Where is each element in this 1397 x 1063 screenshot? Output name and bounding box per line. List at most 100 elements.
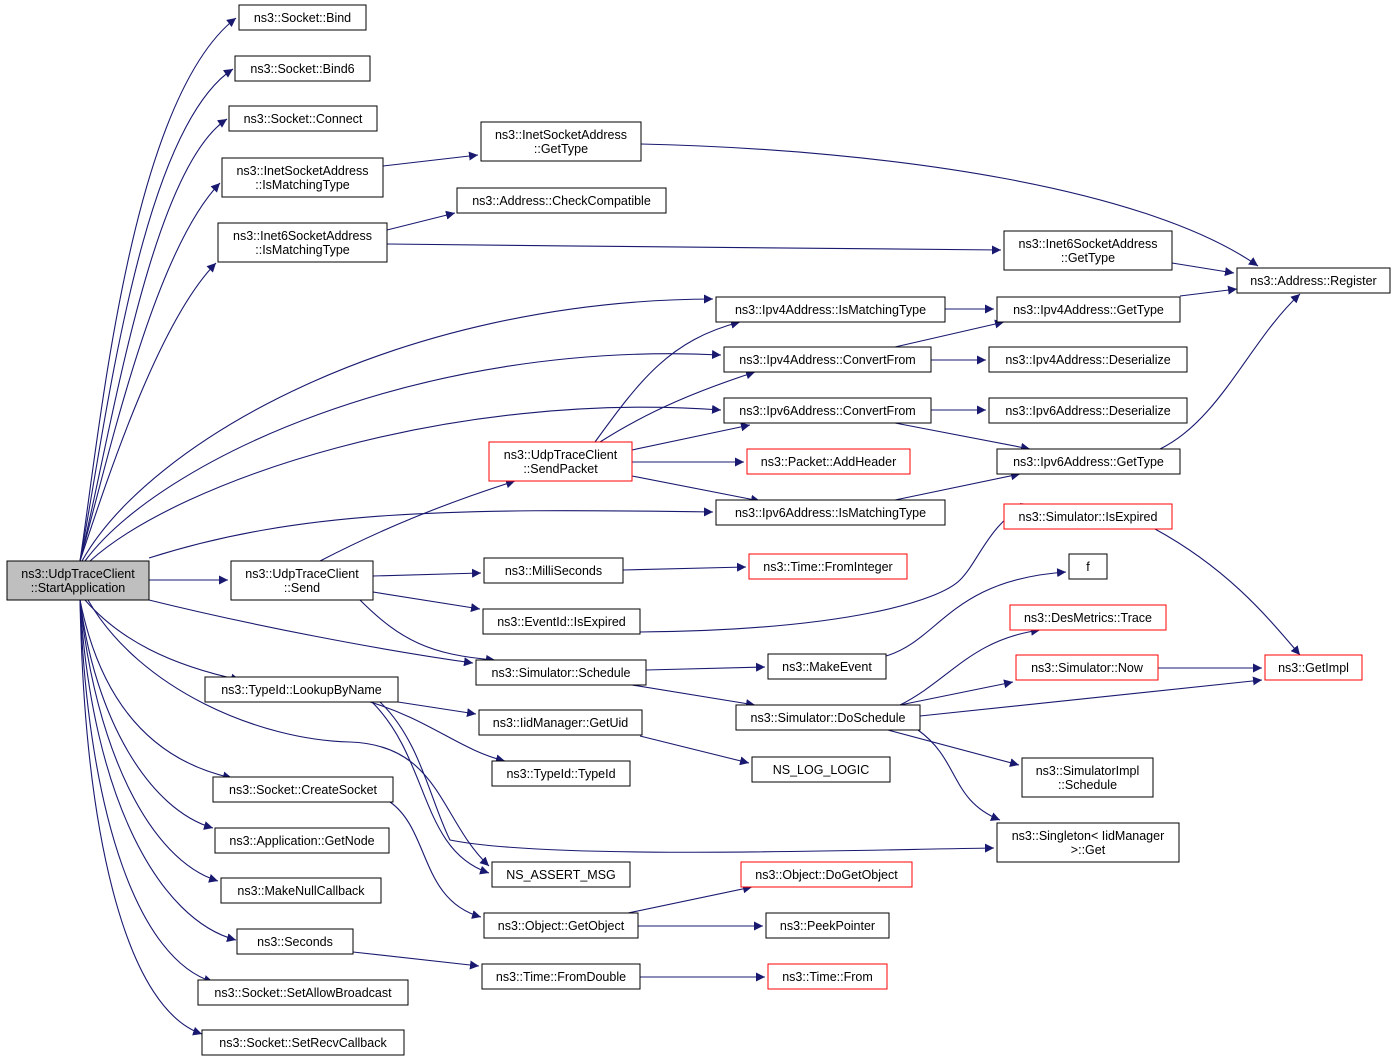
node-label: ns3::EventId::IsExpired xyxy=(497,615,626,629)
node-label: ns3::MakeEvent xyxy=(782,660,872,674)
edge-to-ipv6Convert xyxy=(631,422,751,451)
node-getNode[interactable]: ns3::Application::GetNode xyxy=(214,827,390,854)
edge-to-ipv6Convert xyxy=(89,404,722,562)
node-recvCallback[interactable]: ns3::Socket::SetRecvCallback xyxy=(201,1029,405,1056)
edge-to-ipv4Convert xyxy=(599,370,756,443)
node-simNow[interactable]: ns3::Simulator::Now xyxy=(1015,654,1159,681)
node-inetMatch[interactable]: ns3::InetSocketAddress::IsMatchingType xyxy=(221,157,384,198)
node-box xyxy=(1003,230,1173,271)
node-label: ns3::Ipv4Address::ConvertFrom xyxy=(739,353,915,367)
node-inet6Match[interactable]: ns3::Inet6SocketAddress::IsMatchingType xyxy=(217,222,388,263)
edge-to-doGetObject xyxy=(627,884,753,914)
node-desTrace[interactable]: ns3::DesMetrics::Trace xyxy=(1009,604,1167,631)
node-milli[interactable]: ns3::MilliSeconds xyxy=(483,557,624,584)
node-box xyxy=(212,776,394,803)
node-inetGetType[interactable]: ns3::InetSocketAddress::GetType xyxy=(480,121,642,162)
node-label: ::Send xyxy=(284,581,320,595)
node-label: ns3::Simulator::Now xyxy=(1031,661,1144,675)
node-ipv4GetType[interactable]: ns3::Ipv4Address::GetType xyxy=(996,296,1181,323)
node-label: >::Get xyxy=(1071,843,1106,857)
node-label: ns3::Simulator::DoSchedule xyxy=(751,711,906,725)
node-nsAssert[interactable]: NS_ASSERT_MSG xyxy=(491,861,631,888)
node-box xyxy=(220,877,382,904)
node-doSchedule[interactable]: ns3::Simulator::DoSchedule xyxy=(735,704,921,731)
node-label: ns3::Singleton< IidManager xyxy=(1012,829,1165,843)
node-doGetObject[interactable]: ns3::Object::DoGetObject xyxy=(740,861,913,888)
node-bind[interactable]: ns3::Socket::Bind xyxy=(238,4,367,31)
node-timeFrom[interactable]: ns3::Time::From xyxy=(767,963,888,990)
node-fromDouble[interactable]: ns3::Time::FromDouble xyxy=(481,963,641,990)
edge-to-schedule xyxy=(359,599,496,664)
node-fromInteger[interactable]: ns3::Time::FromInteger xyxy=(748,553,908,580)
edge-to-ipv6Match xyxy=(148,507,714,559)
node-box xyxy=(1021,757,1154,798)
node-label: ::IsMatchingType xyxy=(255,243,350,257)
node-schedule[interactable]: ns3::Simulator::Schedule xyxy=(475,659,647,686)
node-seconds[interactable]: ns3::Seconds xyxy=(236,928,354,955)
edge-to-desTrace xyxy=(899,626,1041,706)
node-label: ::SendPacket xyxy=(523,462,598,476)
node-simIsExpired[interactable]: ns3::Simulator::IsExpired xyxy=(1003,503,1173,530)
node-label: ns3::Socket::SetAllowBroadcast xyxy=(214,986,392,1000)
edge-to-singletonGet xyxy=(379,701,995,853)
node-label: ns3::Time::FromInteger xyxy=(763,560,892,574)
node-addHeader[interactable]: ns3::Packet::AddHeader xyxy=(746,448,911,475)
node-makeEvent[interactable]: ns3::MakeEvent xyxy=(767,653,887,680)
edge-to-getNode xyxy=(79,599,214,830)
node-label: ns3::Address::CheckCompatible xyxy=(472,194,651,208)
edge-to-addrRegister xyxy=(640,143,1259,267)
node-label: ns3::Seconds xyxy=(257,935,333,949)
node-label: ns3::MilliSeconds xyxy=(505,564,602,578)
node-box xyxy=(996,448,1181,475)
node-label: ns3::Object::DoGetObject xyxy=(755,868,898,882)
edge-to-schedule xyxy=(148,599,474,667)
node-getImpl[interactable]: ns3::GetImpl xyxy=(1264,654,1363,681)
node-sendPacket[interactable]: ns3::UdpTraceClient::SendPacket xyxy=(488,441,633,482)
node-box xyxy=(996,296,1181,323)
node-checkCompat[interactable]: ns3::Address::CheckCompatible xyxy=(456,187,667,214)
node-ipv6Match[interactable]: ns3::Ipv6Address::IsMatchingType xyxy=(715,499,946,526)
node-addrRegister[interactable]: ns3::Address::Register xyxy=(1236,267,1391,294)
node-ipv6Convert[interactable]: ns3::Ipv6Address::ConvertFrom xyxy=(723,397,932,424)
node-box xyxy=(491,861,631,888)
node-label: ns3::UdpTraceClient xyxy=(21,567,135,581)
node-box xyxy=(230,560,374,601)
node-box xyxy=(1009,604,1167,631)
node-box xyxy=(475,659,647,686)
node-implSchedule[interactable]: ns3::SimulatorImpl::Schedule xyxy=(1021,757,1154,798)
edge-to-checkCompat xyxy=(386,210,456,231)
node-lookup[interactable]: ns3::TypeId::LookupByName xyxy=(204,676,399,703)
node-ipv4Convert[interactable]: ns3::Ipv4Address::ConvertFrom xyxy=(723,346,932,373)
node-ipv6GetType[interactable]: ns3::Ipv6Address::GetType xyxy=(996,448,1181,475)
node-allowBroadcast[interactable]: ns3::Socket::SetAllowBroadcast xyxy=(197,979,409,1006)
node-inet6GetType[interactable]: ns3::Inet6SocketAddress::GetType xyxy=(1003,230,1173,271)
node-label: ns3::Packet::AddHeader xyxy=(761,455,897,469)
node-box xyxy=(1068,553,1108,580)
node-makeNull[interactable]: ns3::MakeNullCallback xyxy=(220,877,382,904)
node-label: ns3::Time::From xyxy=(782,970,873,984)
node-eventExpired[interactable]: ns3::EventId::IsExpired xyxy=(482,608,641,635)
node-ipv6Deser[interactable]: ns3::Ipv6Address::Deserialize xyxy=(988,397,1188,424)
node-label: ::StartApplication xyxy=(31,581,126,595)
node-nsLogLogic[interactable]: NS_LOG_LOGIC xyxy=(751,756,891,783)
node-root[interactable]: ns3::UdpTraceClient::StartApplication xyxy=(6,560,150,601)
node-label: ns3::TypeId::TypeId xyxy=(506,767,615,781)
node-f[interactable]: f xyxy=(1068,553,1108,580)
node-ipv4Deser[interactable]: ns3::Ipv4Address::Deserialize xyxy=(988,346,1188,373)
node-box xyxy=(746,448,911,475)
node-bind6[interactable]: ns3::Socket::Bind6 xyxy=(234,55,371,82)
node-ipv4Match[interactable]: ns3::Ipv4Address::IsMatchingType xyxy=(715,296,946,323)
node-getObject[interactable]: ns3::Object::GetObject xyxy=(483,912,639,939)
edge-to-makeNull xyxy=(79,599,219,883)
node-send[interactable]: ns3::UdpTraceClient::Send xyxy=(230,560,374,601)
edge-to-makeEvent xyxy=(645,662,766,672)
node-getUid[interactable]: ns3::IidManager::GetUid xyxy=(478,709,643,736)
edge-to-singletonGet xyxy=(917,729,1001,821)
node-createSocket[interactable]: ns3::Socket::CreateSocket xyxy=(212,776,394,803)
node-box xyxy=(483,912,639,939)
node-typeId[interactable]: ns3::TypeId::TypeId xyxy=(491,760,631,787)
node-singletonGet[interactable]: ns3::Singleton< IidManager >::Get xyxy=(996,822,1180,863)
node-connect[interactable]: ns3::Socket::Connect xyxy=(228,105,378,132)
node-peekPointer[interactable]: ns3::PeekPointer xyxy=(765,912,890,939)
edge-to-sendPacket xyxy=(319,479,516,562)
